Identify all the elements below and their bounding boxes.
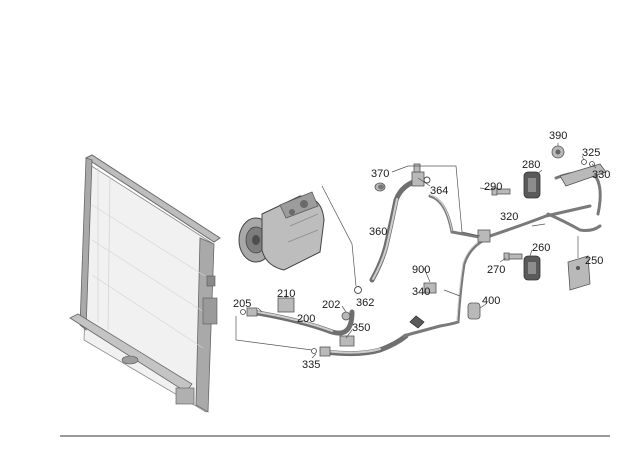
callout-362: 362 <box>356 297 374 309</box>
callout-200: 200 <box>297 313 315 325</box>
callout-400: 400 <box>482 295 500 307</box>
callout-340: 340 <box>412 286 430 298</box>
callout-390: 390 <box>549 130 567 142</box>
callout-205: 205 <box>233 298 251 310</box>
callout-280: 280 <box>522 159 540 171</box>
callout-330: 330 <box>592 169 610 181</box>
suction-line-350 <box>311 333 409 357</box>
callout-320: 320 <box>500 211 518 223</box>
callout-270: 270 <box>487 264 505 276</box>
callout-350: 350 <box>352 322 370 334</box>
hose-200 <box>240 307 355 336</box>
compressor <box>238 191 325 271</box>
callout-325: 325 <box>582 147 600 159</box>
callout-364: 364 <box>430 185 448 197</box>
callout-290: 290 <box>484 181 502 193</box>
callout-202: 202 <box>322 299 340 311</box>
pipe-320 <box>402 194 602 338</box>
bracket-assembly-280 <box>523 145 607 216</box>
callout-900: 900 <box>412 264 430 276</box>
callout-210: 210 <box>277 288 295 300</box>
small-parts <box>277 176 591 329</box>
condenser-assembly <box>69 154 221 413</box>
callout-360: 360 <box>369 226 387 238</box>
callout-335: 335 <box>302 359 320 371</box>
callout-250: 250 <box>585 255 603 267</box>
callout-370: 370 <box>371 168 389 180</box>
callout-260: 260 <box>532 242 550 254</box>
callout-labels: 390 325 280 330 370 364 290 320 360 260 … <box>233 130 610 371</box>
hose-360 <box>369 163 425 283</box>
leader-lines <box>235 143 597 359</box>
